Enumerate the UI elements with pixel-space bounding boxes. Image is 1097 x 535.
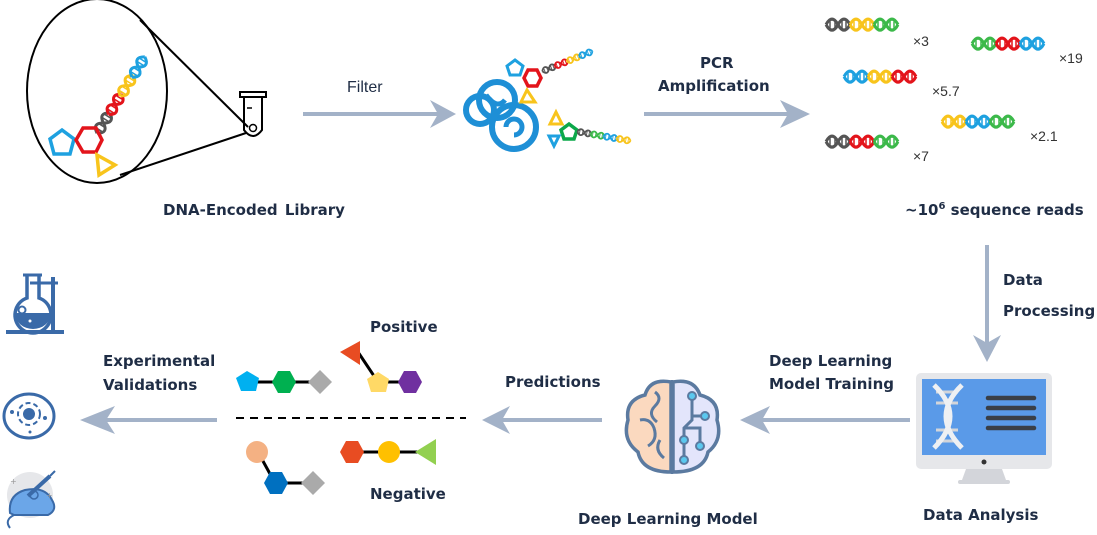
brain-icon [624,379,721,474]
sequence-read-4 [940,114,1016,129]
training-label-line2: Model Training [769,375,894,393]
cell-icon [2,392,56,440]
read-count: ×2.1 [1030,128,1058,144]
pcr-label-line1: PCR [700,54,734,72]
read-count: ×3 [913,33,929,49]
dna-helix-icon [91,52,151,138]
pentagon-block-icon [367,372,389,392]
monitor-icon [916,373,1052,484]
library-label: DNA-Encoded Library [163,201,345,219]
filter-arrow [303,100,456,128]
mouse-injection-icon: + + [6,470,56,529]
circle-block-icon [246,441,268,463]
negative-molecules [246,439,436,495]
diamond-block-icon [301,471,325,495]
processing-label-line2: Processing [1003,302,1096,320]
sequence-read-2 [970,36,1046,51]
hexagon-block-icon [73,126,104,154]
pentagon-block-icon [48,127,76,156]
target-protein-icon [463,79,539,152]
read-count: ×19 [1059,50,1083,66]
sequence-read-5 [824,134,900,149]
positive-label: Positive [370,318,438,336]
validation-arrow [80,406,217,434]
sequence-read-1 [824,17,900,32]
bound-ligand-top [505,47,595,104]
circle-block-icon [378,441,400,463]
training-arrow [740,406,910,434]
processing-label-line1: Data [1003,271,1043,289]
hexagon-block-icon [272,371,296,393]
pcr-label-line2: Amplification [658,77,770,95]
processing-arrow [973,245,1001,362]
hexagon-block-icon [340,441,364,463]
pentagon-block-icon [236,371,259,391]
predictions-label: Predictions [505,373,601,391]
bound-ligand-bottom [546,108,632,150]
flask-icon [6,273,64,335]
validation-label-line2: Validations [103,376,198,394]
sequence-reads-label: ~106 sequence reads [905,201,1084,220]
positive-molecules [236,341,422,394]
pcr-arrow [644,100,810,128]
predictions-arrow [482,406,602,434]
model-label: Deep Learning Model [578,510,758,528]
hexagon-block-icon [264,472,288,494]
reads-suffix: sequence reads [945,201,1084,219]
library-magnifier [26,0,249,184]
test-tube-icon [239,91,267,137]
validation-label-line1: Experimental [103,352,216,370]
reads-prefix: ~10 [905,201,939,219]
analysis-label: Data Analysis [923,506,1039,524]
triangle-block-icon [94,151,119,178]
triangle-block-icon [340,341,360,365]
filter-label: Filter [347,79,383,96]
read-count: ×5.7 [932,83,960,99]
training-label-line1: Deep Learning [769,352,893,370]
read-count: ×7 [913,148,929,164]
reads-exponent: 6 [938,201,946,212]
diamond-block-icon [308,370,332,394]
triangle-block-icon [415,439,436,465]
svg-text:+: + [10,477,17,486]
svg-text:+: + [46,491,53,500]
hexagon-block-icon [398,371,422,393]
sequence-read-3 [842,69,918,84]
negative-label: Negative [370,485,446,503]
